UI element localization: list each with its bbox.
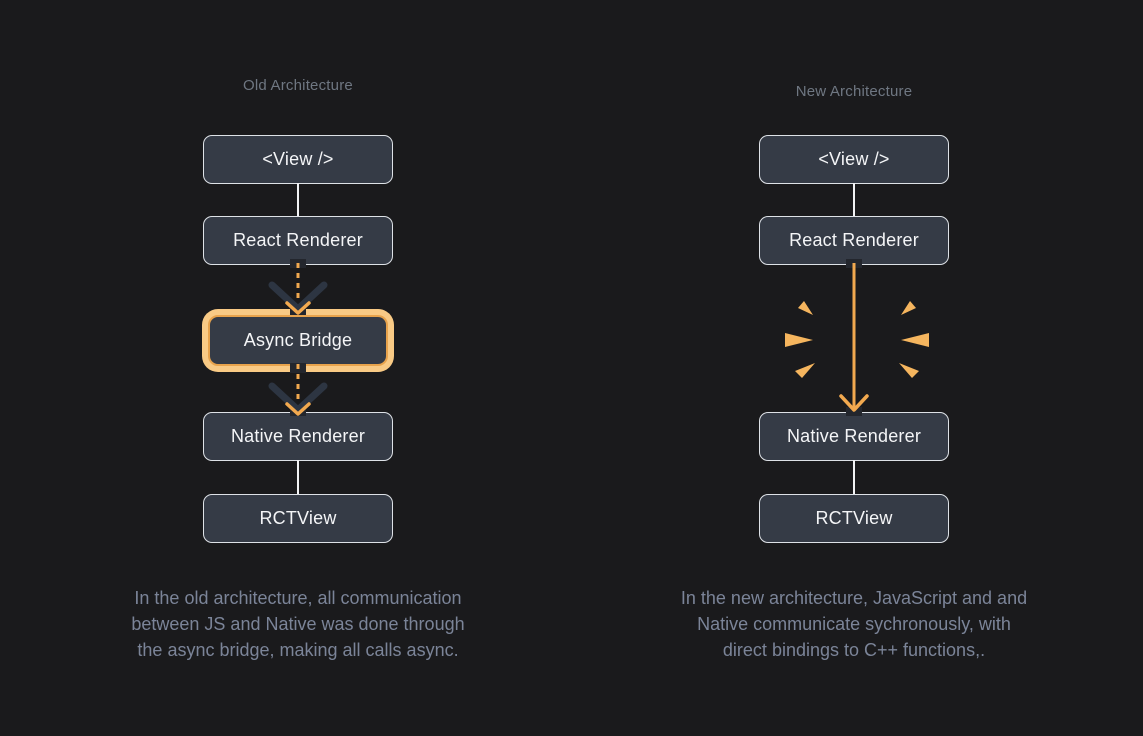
caption-line: direct bindings to C++ functions,. xyxy=(722,640,986,660)
new-view-node: <View /> xyxy=(759,135,949,184)
sync-arrow-icon xyxy=(839,263,869,412)
dashed-arrow-icon xyxy=(268,364,328,416)
spark-burst-left-icon xyxy=(785,301,815,378)
new-architecture-caption: In the new architecture, JavaScript and … xyxy=(624,585,1084,663)
caption-line: the async bridge, making all calls async… xyxy=(137,640,459,660)
old-rctview-node: RCTView xyxy=(203,494,393,543)
connector-line xyxy=(296,183,300,217)
dashed-arrow-icon xyxy=(268,263,328,315)
new-native-renderer-node: Native Renderer xyxy=(759,412,949,461)
old-react-renderer-node: React Renderer xyxy=(203,216,393,265)
connector-line xyxy=(852,183,856,217)
old-native-renderer-node: Native Renderer xyxy=(203,412,393,461)
async-bridge-node: Async Bridge xyxy=(208,315,388,366)
new-rctview-node: RCTView xyxy=(759,494,949,543)
caption-line: Native communicate sychronously, with xyxy=(697,614,1011,634)
caption-line: In the new architecture, JavaScript and … xyxy=(680,588,1028,608)
connector-line xyxy=(852,460,856,495)
old-architecture-caption: In the old architecture, all communicati… xyxy=(78,585,518,663)
caption-line: between JS and Native was done through xyxy=(131,614,465,634)
new-react-renderer-node: React Renderer xyxy=(759,216,949,265)
new-architecture-title: New Architecture xyxy=(795,83,913,100)
connector-line xyxy=(296,460,300,495)
caption-line: In the old architecture, all communicati… xyxy=(134,588,462,608)
old-view-node: <View /> xyxy=(203,135,393,184)
old-architecture-title: Old Architecture xyxy=(243,77,353,94)
spark-burst-right-icon xyxy=(899,301,929,378)
